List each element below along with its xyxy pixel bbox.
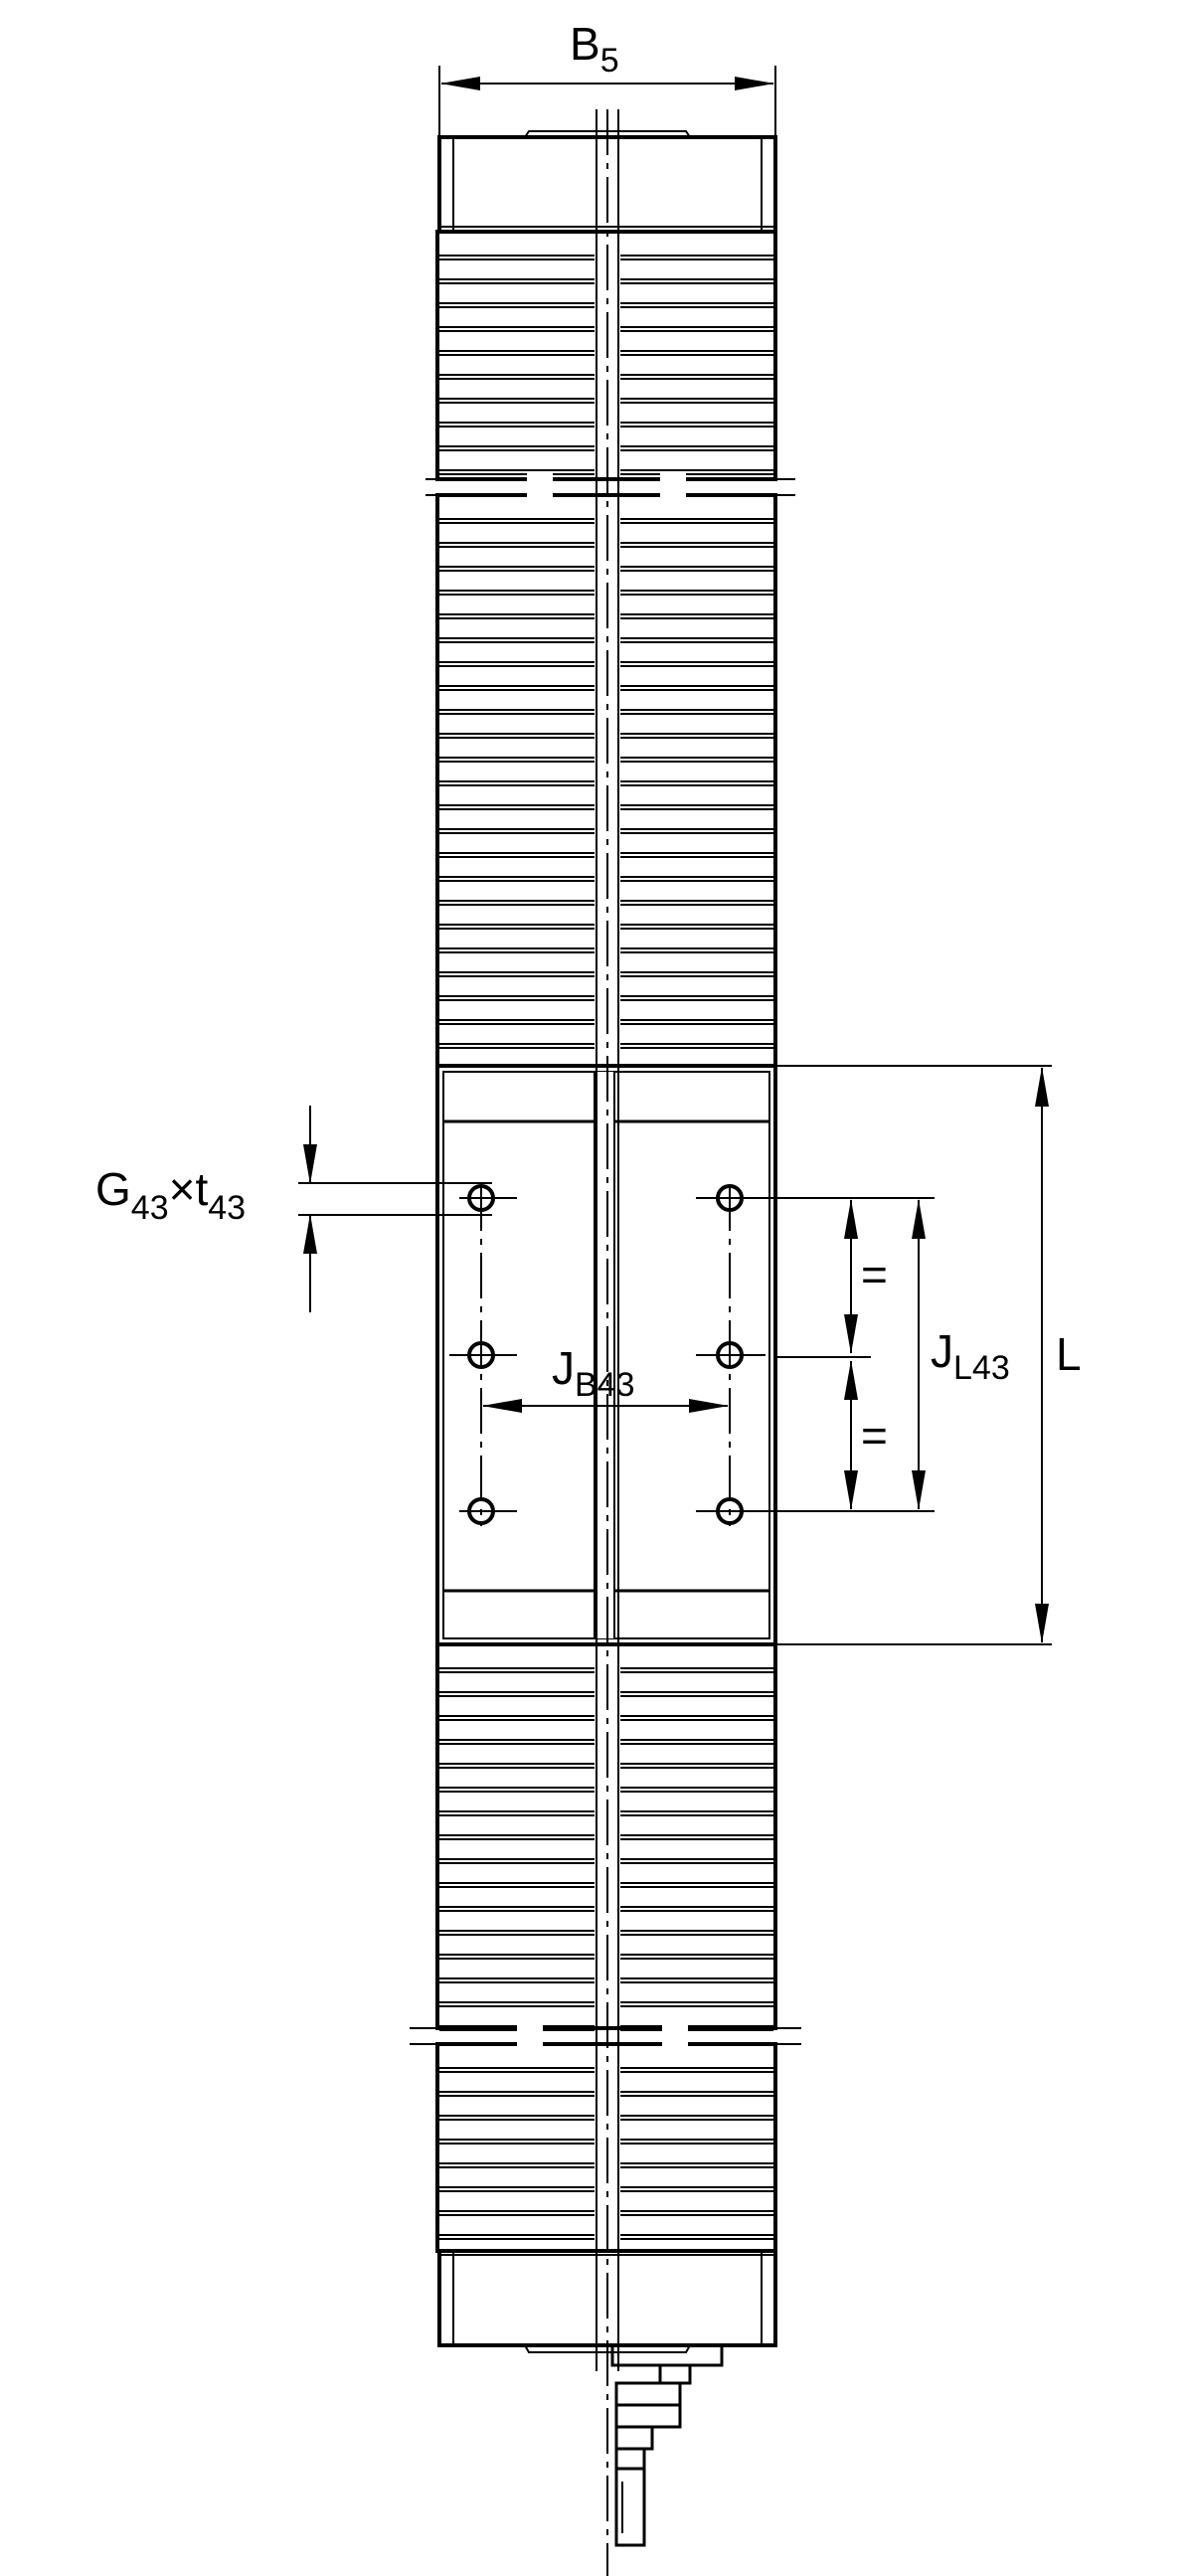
hole-icon [459, 1184, 517, 1212]
dimension-b5: B5 [438, 18, 776, 137]
label-jb43: JB43 [552, 1342, 635, 1404]
dimension-jl43: = = JL43 [752, 1197, 1010, 1512]
hole-icon [696, 1497, 756, 1525]
label-jl43: JL43 [931, 1325, 1010, 1387]
hole-icon [459, 1497, 517, 1525]
label-equal-1: = [861, 1249, 888, 1300]
label-g43-t43: G43×t43 [95, 1163, 246, 1227]
break-line-upper [426, 473, 795, 501]
rail-slats-upper-1 [435, 230, 777, 481]
label-equal-2: = [861, 1410, 888, 1461]
label-b5: B5 [570, 18, 619, 80]
rail-centerline [596, 109, 619, 2576]
hole-icon [449, 1341, 517, 1369]
dimension-jb43: JB43 [482, 1342, 729, 1413]
hole-icon [696, 1341, 766, 1369]
dimension-g43-t43: G43×t43 [95, 1106, 492, 1312]
break-line-lower [410, 2022, 801, 2050]
drive-connector [610, 2343, 724, 2547]
label-l: L [1056, 1328, 1082, 1380]
mounting-holes [449, 1184, 766, 1526]
hole-icon [696, 1184, 756, 1212]
rail-slats-upper-2 [435, 493, 777, 1068]
dimension-l: L [777, 1065, 1082, 1645]
